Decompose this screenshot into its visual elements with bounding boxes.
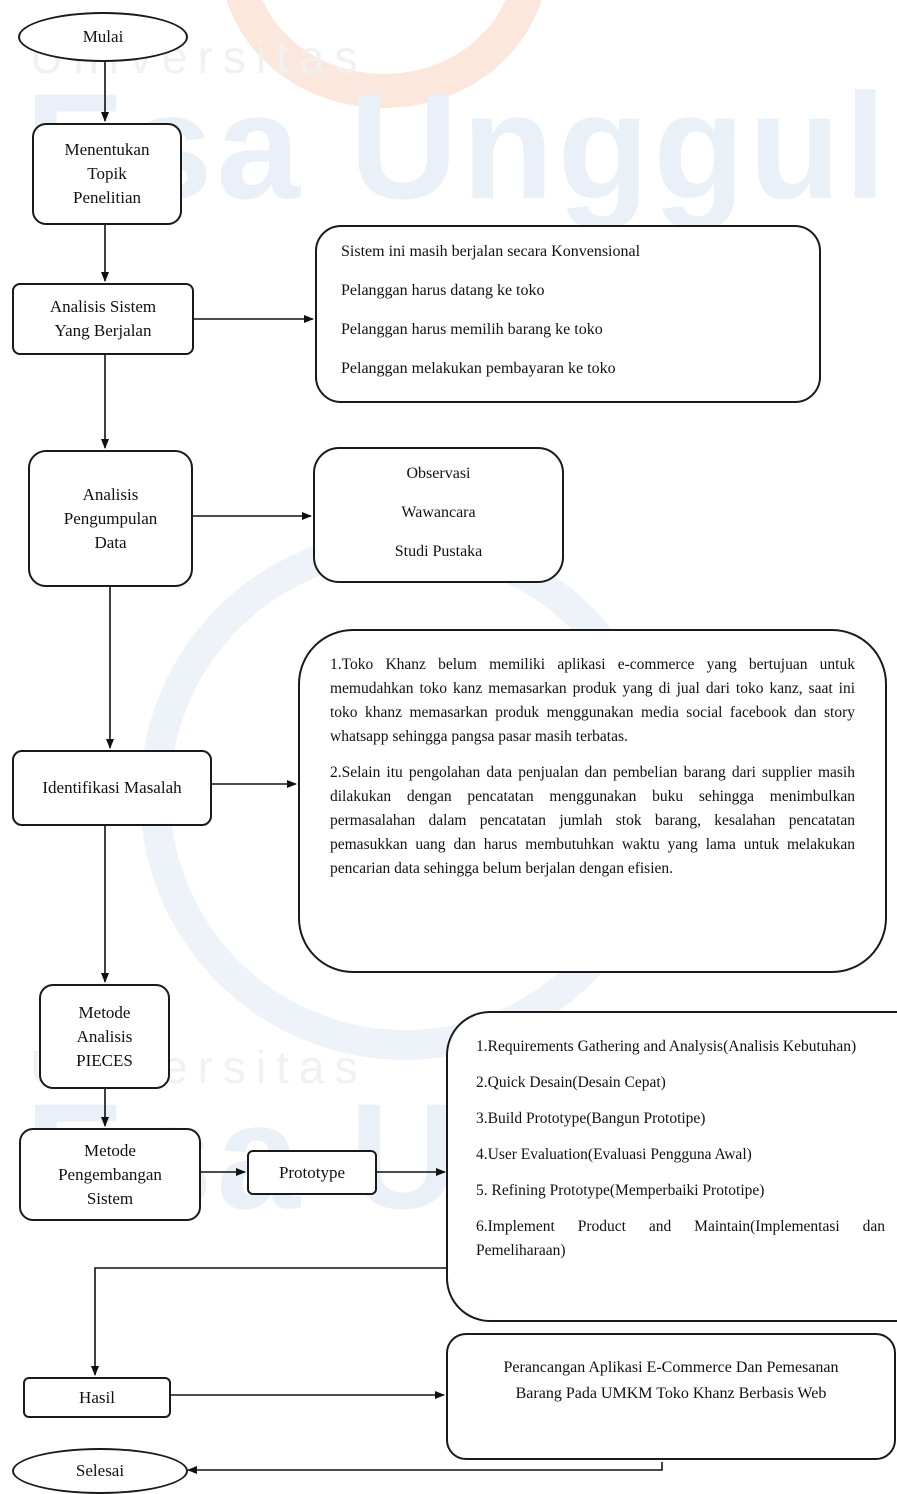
prototype-step-1: 1.Requirements Gathering and Analysis(An…: [476, 1038, 857, 1055]
data-collection-note: Observasi Wawancara Studi Pustaka: [313, 447, 564, 583]
system-note-item-1: Sistem ini masih berjalan secara Konvens…: [341, 243, 641, 260]
arrow-note-to-end: [187, 1462, 663, 1474]
topic-node: Menentukan Topik Penelitian: [32, 123, 182, 225]
prototype-step-4: 4.User Evaluation(Evaluasi Pengguna Awal…: [476, 1146, 752, 1163]
data-note-item-1: Observasi: [406, 465, 471, 482]
end-label: Selesai: [75, 1461, 125, 1480]
prototype-step-3: 3.Build Prototype(Bangun Prototipe): [476, 1110, 706, 1127]
dev-method-node: Metode Pengembangan Sistem: [19, 1128, 201, 1221]
dev-method-line-2: Pengembangan: [58, 1164, 162, 1184]
data-note-item-3: Studi Pustaka: [394, 543, 483, 560]
prototype-steps-note: 1.Requirements Gathering and Analysis(An…: [446, 1011, 897, 1322]
pieces-line-3: PIECES: [76, 1050, 133, 1070]
problem-id-note: 1.Toko Khanz belum memiliki aplikasi e-c…: [298, 629, 887, 973]
prototype-step-2: 2.Quick Desain(Desain Cepat): [476, 1074, 666, 1091]
topic-line-3: Penelitian: [73, 188, 141, 207]
problem-id-node: Identifikasi Masalah: [12, 750, 212, 826]
dev-method-line-1: Metode: [84, 1140, 136, 1160]
start-node: Mulai: [18, 12, 188, 62]
data-collection-line-1: Analisis: [82, 484, 139, 504]
data-note-item-2: Wawancara: [401, 504, 476, 521]
result-label: Hasil: [79, 1387, 115, 1407]
problem-id-label: Identifikasi Masalah: [42, 778, 182, 797]
start-label: Mulai: [82, 27, 124, 46]
prototype-step-5: 5. Refining Prototype(Memperbaiki Protot…: [476, 1182, 765, 1199]
prototype-label: Prototype: [278, 1162, 346, 1182]
system-analysis-note: Sistem ini masih berjalan secara Konvens…: [315, 225, 821, 403]
prototype-step-6: 6.Implement Product and Maintain(Impleme…: [476, 1218, 885, 1259]
system-note-item-2: Pelanggan harus datang ke toko: [341, 282, 545, 299]
result-node: Hasil: [23, 1377, 171, 1418]
pieces-line-2: Analisis: [76, 1026, 133, 1046]
system-analysis-line-1: Analisis Sistem: [49, 297, 157, 316]
pieces-node: Metode Analisis PIECES: [39, 984, 170, 1089]
system-analysis-line-2: Yang Berjalan: [54, 321, 152, 340]
arrow-steps-to-result: [91, 1267, 446, 1376]
data-collection-node: Analisis Pengumpulan Data: [28, 450, 193, 587]
dev-method-line-3: Sistem: [86, 1188, 134, 1208]
end-node: Selesai: [12, 1448, 188, 1494]
result-note-text: Perancangan Aplikasi E-Commerce Dan Peme…: [503, 1359, 839, 1402]
problem-note-item-2: 2.Selain itu pengolahan data penjualan d…: [330, 764, 855, 877]
prototype-node: Prototype: [247, 1150, 377, 1195]
topic-line-2: Topik: [87, 164, 127, 183]
topic-line-1: Menentukan: [64, 140, 150, 159]
result-note: Perancangan Aplikasi E-Commerce Dan Peme…: [446, 1333, 896, 1460]
pieces-line-1: Metode: [78, 1002, 131, 1022]
data-collection-line-3: Data: [94, 532, 127, 552]
system-analysis-node: Analisis Sistem Yang Berjalan: [12, 283, 194, 355]
system-note-item-3: Pelanggan harus memilih barang ke toko: [341, 321, 603, 338]
data-collection-line-2: Pengumpulan: [63, 508, 158, 528]
system-note-item-4: Pelanggan melakukan pembayaran ke toko: [341, 360, 616, 377]
problem-note-item-1: 1.Toko Khanz belum memiliki aplikasi e-c…: [330, 656, 855, 745]
